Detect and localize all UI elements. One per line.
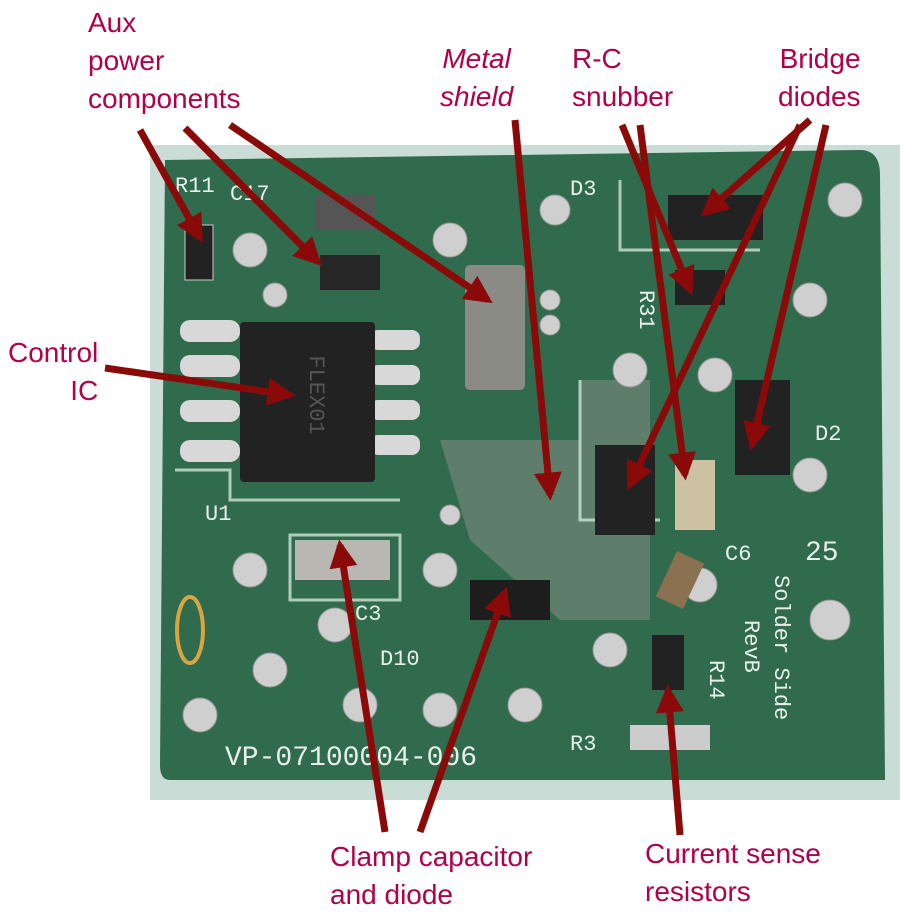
label-line: resistors	[645, 876, 751, 907]
silkscreen-marking: C3	[355, 602, 381, 627]
label-metal-shield: Metal shield	[440, 40, 513, 116]
label-line: Metal	[442, 43, 511, 74]
label-line: Current sense	[645, 838, 821, 869]
label-line: power	[88, 45, 165, 76]
silkscreen-marking: D2	[815, 422, 841, 447]
label-line: Aux	[88, 7, 137, 38]
metal-shield-part	[465, 265, 525, 390]
part-number-marking: VP-07100004-006	[225, 743, 477, 774]
silkscreen-marking: Solder Side	[768, 575, 793, 720]
arrow-current-sense	[655, 684, 684, 836]
silkscreen-marking: D3	[570, 177, 596, 202]
silkscreen-marking: C6	[725, 542, 751, 567]
label-line: IC	[70, 375, 99, 406]
arrow-aux-2	[182, 125, 322, 266]
arrow-snubber-1	[618, 123, 695, 296]
arrow-control-ic	[104, 364, 296, 406]
label-line: Clamp capacitor	[330, 841, 533, 872]
label-line: snubber	[572, 81, 674, 112]
label-rc-snubber: R-C snubber	[572, 40, 673, 116]
arrow-aux-1	[136, 128, 204, 243]
label-aux-power-components: Aux power components	[88, 4, 241, 118]
label-line: shield	[440, 81, 514, 112]
label-bridge-diodes: Bridge diodes	[778, 40, 861, 116]
label-current-sense-resistors: Current sense resistors	[645, 835, 821, 911]
silkscreen-marking: R3	[570, 732, 596, 757]
label-line: Control	[8, 337, 99, 368]
silkscreen-marking: D10	[380, 647, 420, 672]
arrow-clamp-diode	[416, 586, 511, 834]
silkscreen-marking: R11	[175, 174, 215, 199]
annotation-arrows	[104, 117, 830, 836]
label-clamp-capacitor-diode: Clamp capacitor and diode	[330, 838, 532, 914]
label-line: components	[88, 83, 241, 114]
ic-marking: FLEX01	[303, 355, 328, 434]
arrow-bridge-3	[743, 124, 830, 451]
silkscreen-marking: RevB	[738, 620, 763, 673]
silkscreen-marking: R14	[703, 660, 728, 700]
silkscreen-marking: R31	[633, 290, 658, 330]
label-line: Bridge	[779, 43, 861, 74]
silkscreen-marking: U1	[205, 502, 231, 527]
silkscreen-marking: 25	[805, 538, 839, 569]
label-line: R-C	[572, 43, 622, 74]
arrow-metal-shield	[511, 119, 562, 501]
arrow-snubber-2	[636, 124, 697, 481]
arrow-bridge-2	[626, 123, 804, 491]
label-line: diodes	[778, 81, 861, 112]
label-line: and diode	[330, 879, 454, 910]
arrow-clamp-cap	[329, 539, 389, 833]
control-ic	[240, 322, 375, 482]
arrow-aux-3	[228, 122, 493, 304]
